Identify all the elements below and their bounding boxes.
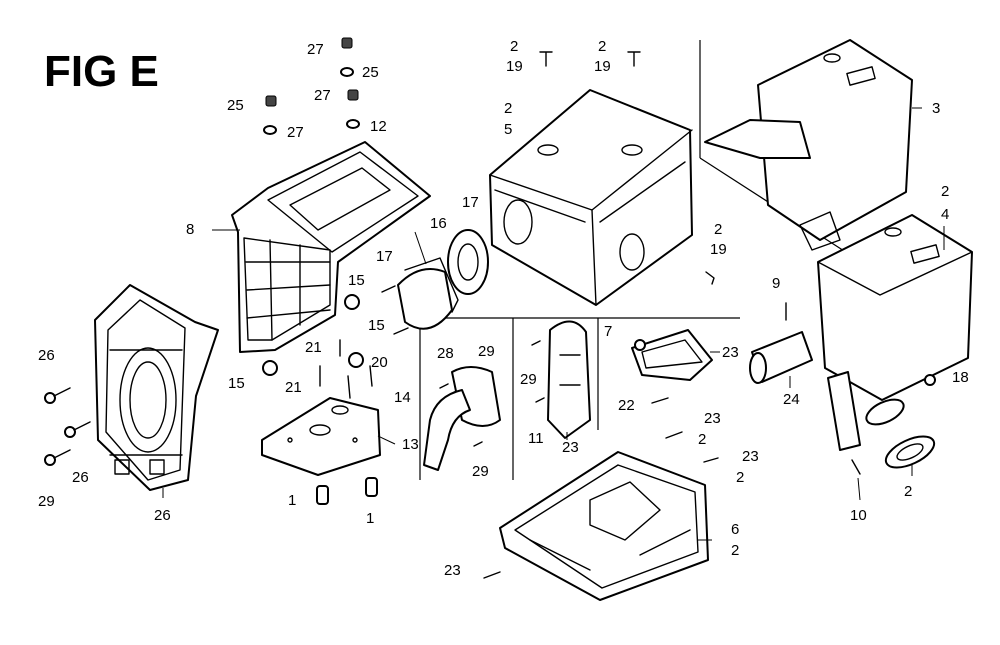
callout-label: 27 — [307, 41, 324, 58]
callout-label: 11 — [528, 430, 544, 447]
callout-label: 14 — [394, 389, 411, 406]
callout-label: 24 — [783, 391, 800, 408]
callout-label: 2 — [510, 38, 518, 55]
callout-label: 2 — [941, 183, 949, 200]
callout-label: 2 — [904, 483, 912, 500]
callout-label: 21 — [305, 339, 322, 356]
callout-label: 22 — [618, 397, 635, 414]
part-12-heat-shield — [231, 141, 431, 353]
callout-label: 15 — [368, 317, 385, 334]
part-4-muffler — [817, 214, 973, 451]
part-3-muffler-pipe — [704, 39, 913, 251]
callout-label: 27 — [314, 87, 331, 104]
part-6-bottom-cover — [499, 451, 709, 601]
callout-label: 2 — [736, 469, 744, 486]
callout-label: 27 — [287, 124, 304, 141]
callout-label: 17 — [376, 248, 393, 265]
callout-label: 2 — [598, 38, 606, 55]
callout-label: 29 — [520, 371, 537, 388]
callout-label: 23 — [722, 344, 739, 361]
callout-label: 25 — [362, 64, 379, 81]
callout-label: 26 — [154, 507, 171, 524]
callout-label: 9 — [772, 275, 780, 292]
part-16-gasket — [447, 229, 489, 295]
callout-label: 26 — [38, 347, 55, 364]
callout-label: 8 — [186, 221, 194, 238]
callout-label: 18 — [952, 369, 969, 386]
callout-label: 13 — [402, 436, 419, 453]
callout-label: 23 — [444, 562, 461, 579]
leader-lines — [162, 107, 945, 541]
part-11-guard — [547, 320, 591, 439]
callout-label: 19 — [506, 58, 523, 75]
callout-label: 3 — [932, 100, 940, 117]
callout-label: 2 — [698, 431, 706, 448]
figure-title: FIG E — [44, 47, 159, 96]
callout-label: 1 — [366, 510, 374, 527]
callout-label: 2 — [504, 100, 512, 117]
part-28-exhaust-pipe — [423, 366, 501, 471]
callout-label: 15 — [348, 272, 365, 289]
callout-label: 25 — [227, 97, 244, 114]
callout-label: 12 — [370, 118, 387, 135]
part-1-spacers — [316, 477, 378, 505]
part-9-spark-arrester — [749, 331, 813, 384]
callout-label: 21 — [285, 379, 302, 396]
callout-label: 1 — [288, 492, 296, 509]
callout-label: 23 — [742, 448, 759, 465]
callout-labels: 27 25 25 27 27 12 8 2 19 2 19 2 5 3 2 4 … — [38, 38, 969, 579]
callout-label: 17 — [462, 194, 479, 211]
part-13-base-block — [94, 284, 219, 491]
callout-label: 19 — [594, 58, 611, 75]
callout-label: 23 — [562, 439, 579, 456]
fasteners — [44, 37, 936, 579]
callout-label: 29 — [472, 463, 489, 480]
callout-label: 6 — [731, 521, 739, 538]
callout-label: 2 — [714, 221, 722, 238]
callout-label: 23 — [704, 410, 721, 427]
callout-label: 15 — [228, 375, 245, 392]
callout-label: 26 — [72, 469, 89, 486]
callout-label: 29 — [38, 493, 55, 510]
callout-label: 20 — [371, 354, 388, 371]
callout-label: 10 — [850, 507, 867, 524]
callout-label: 7 — [604, 323, 612, 340]
part-10-gasket — [865, 398, 936, 469]
part-5-muffler-body — [489, 89, 693, 306]
callout-label: 19 — [710, 241, 727, 258]
part-7-deflector — [631, 329, 713, 381]
callout-label: 28 — [437, 345, 454, 362]
part-8-end-cap — [397, 257, 459, 330]
callout-label: 4 — [941, 206, 949, 223]
divider-lines — [419, 40, 856, 480]
callout-label: 5 — [504, 121, 512, 138]
callout-label: 29 — [478, 343, 495, 360]
part-14-mounting-plate — [261, 397, 381, 476]
callout-label: 16 — [430, 215, 447, 232]
callout-label: 2 — [731, 542, 739, 559]
